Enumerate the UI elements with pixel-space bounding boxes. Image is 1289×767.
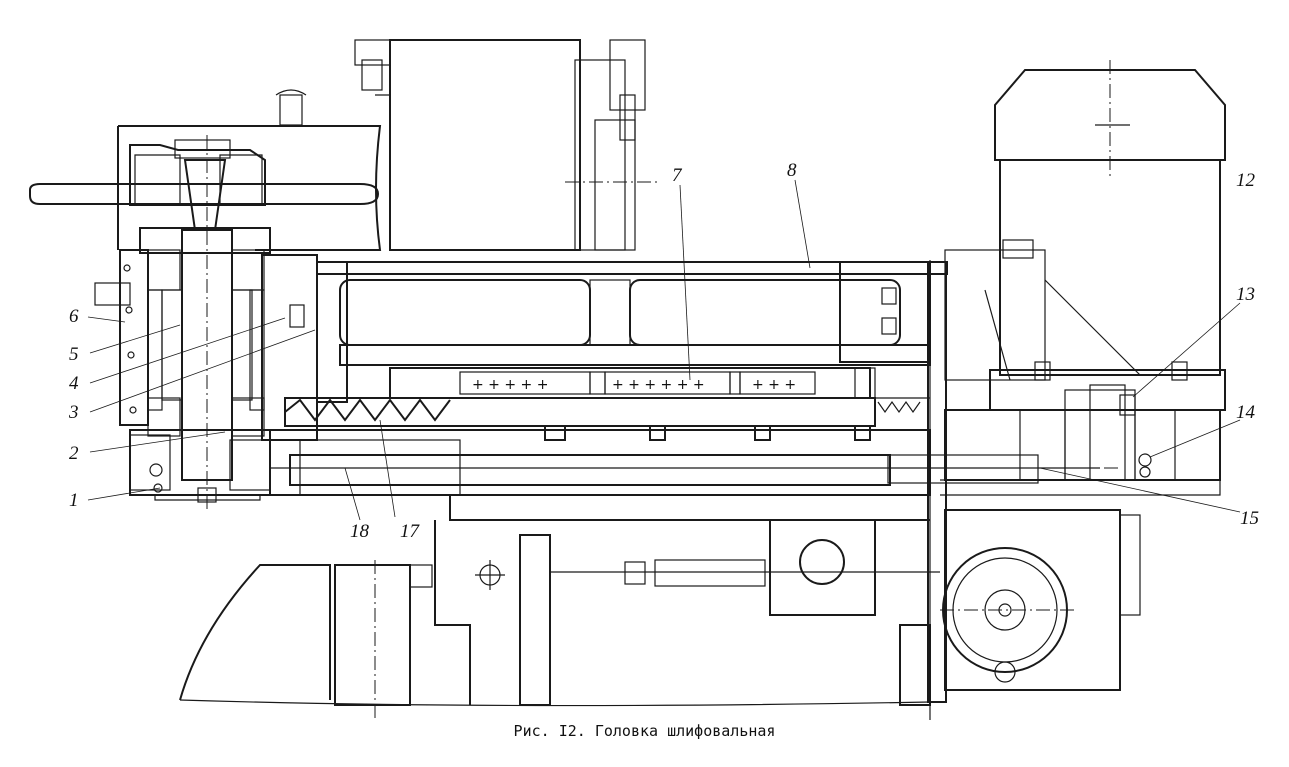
plus-marks-b: + + + + + + <box>612 377 705 393</box>
motor-12 <box>940 60 1226 496</box>
label-2: 2 <box>69 443 79 464</box>
pulley <box>940 509 1141 691</box>
label-6: 6 <box>69 306 79 327</box>
label-3: 3 <box>68 402 79 423</box>
label-17: 17 <box>400 521 421 542</box>
main-housing <box>316 260 948 720</box>
shaft-18 <box>269 429 1120 496</box>
plus-marks-c: + + + <box>752 377 796 393</box>
label-14: 14 <box>1236 402 1256 423</box>
label-15: 15 <box>1240 508 1259 529</box>
label-8: 8 <box>787 160 797 181</box>
lower-base <box>179 495 940 720</box>
rack-17 <box>284 397 930 441</box>
leader-lines <box>87 179 1241 521</box>
cover-plate <box>117 89 382 251</box>
label-12: 12 <box>1236 170 1256 191</box>
label-7: 7 <box>672 165 683 186</box>
label-1: 1 <box>69 490 79 511</box>
plus-marks-a: + + + + + <box>472 377 548 393</box>
label-5: 5 <box>69 344 79 365</box>
label-13: 13 <box>1236 284 1255 305</box>
gear-rack-7: + + + + + + + + + + + + + + <box>389 367 876 399</box>
figure-caption: Рис. I2. Головка шлифовальная <box>513 722 776 740</box>
part-labels: 1 2 3 4 5 6 7 8 12 13 14 15 17 18 <box>68 160 1259 542</box>
label-18: 18 <box>350 521 370 542</box>
spindle-assembly <box>94 135 318 510</box>
handwheel <box>29 139 380 231</box>
upper-motor-housing <box>354 39 660 251</box>
label-4: 4 <box>69 373 79 394</box>
